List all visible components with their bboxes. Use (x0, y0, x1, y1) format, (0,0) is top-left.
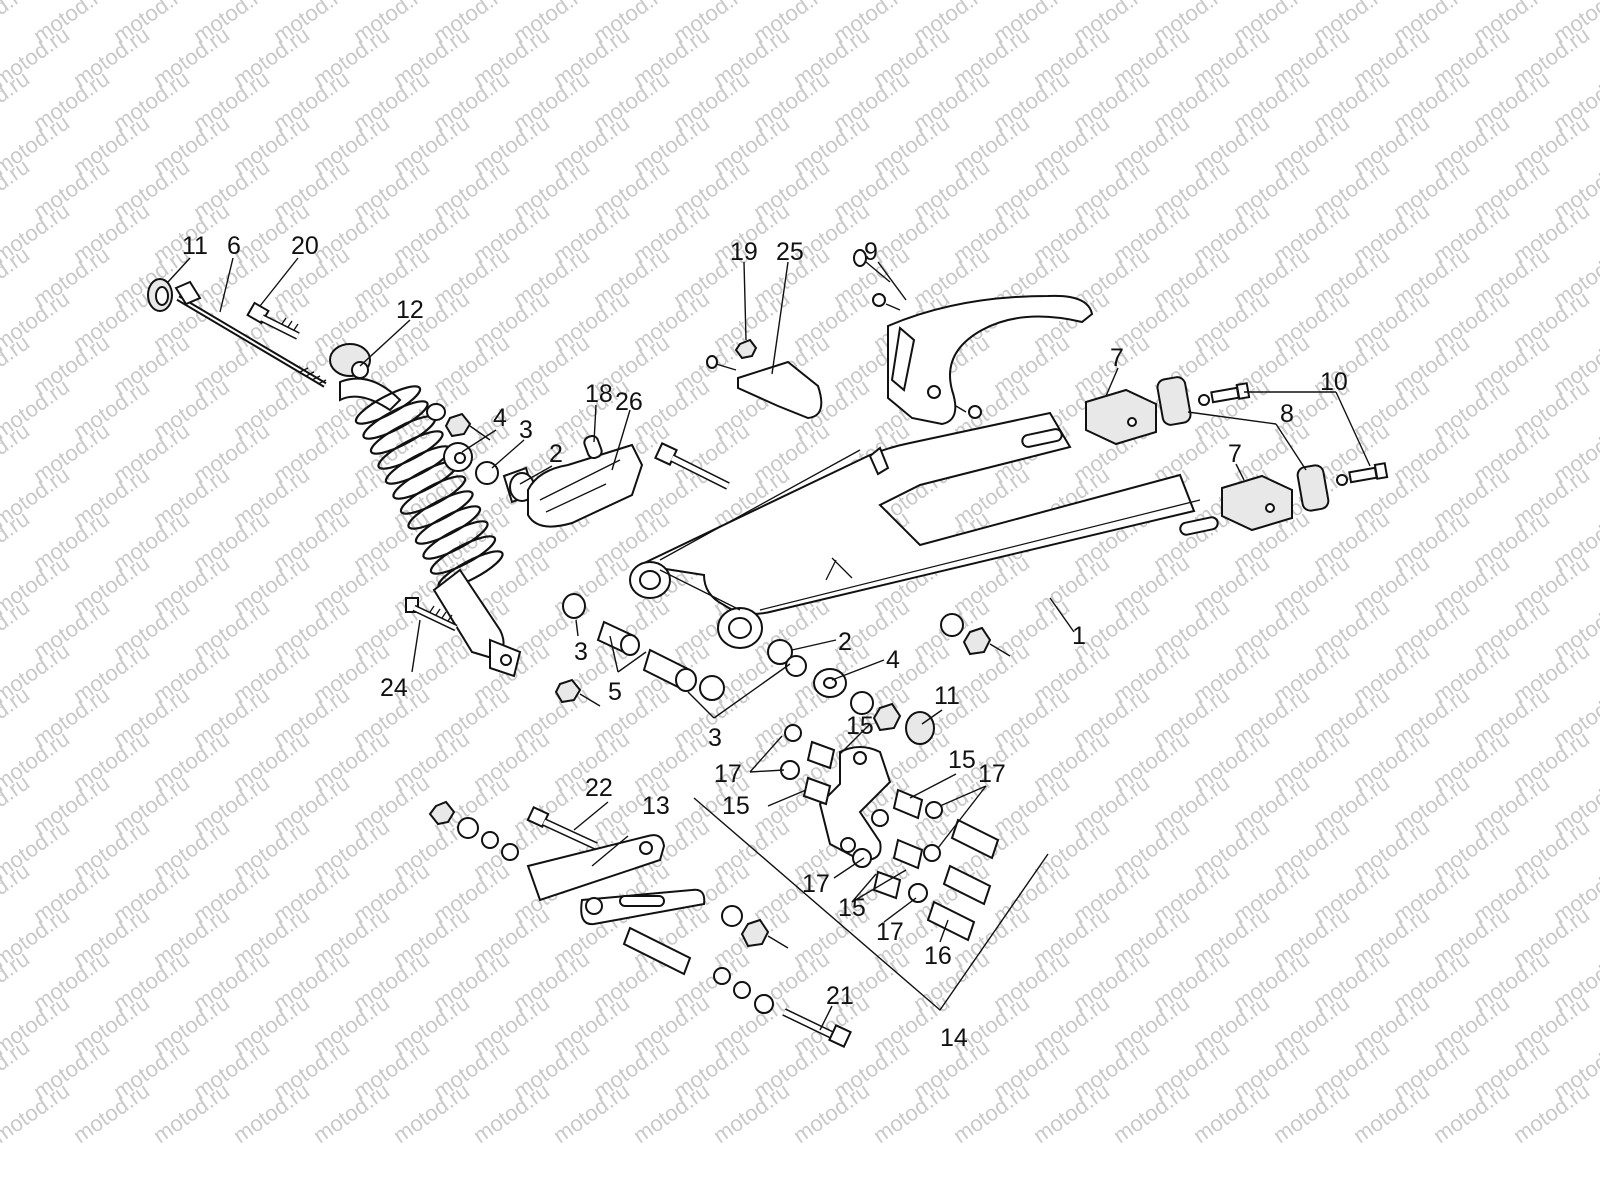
spring-coil (399, 475, 467, 515)
spring-coil (354, 385, 422, 425)
leader-lines (167, 257, 1371, 1031)
callout-3: 3 (519, 416, 533, 444)
callout-25: 25 (776, 238, 804, 266)
callout-13: 13 (642, 792, 670, 820)
callout-11: 11 (182, 232, 208, 260)
callout-15-d: 15 (838, 894, 866, 922)
pivot-bolt-upper (654, 442, 730, 490)
watermark-text: motod.ru (0, 682, 34, 752)
callout-labels: 11 6 20 12 4 3 2 18 26 19 25 9 7 10 8 7 … (182, 232, 1348, 1052)
callout-7-lower: 7 (1228, 440, 1242, 468)
lower-pivot-hardware (562, 593, 1011, 745)
callout-4: 4 (493, 404, 507, 432)
callout-7: 7 (1110, 344, 1124, 372)
callout-5: 5 (608, 678, 622, 706)
part-7-adjuster-lower (1221, 474, 1293, 532)
watermark-text: motod.ru (0, 418, 34, 488)
callout-3-mid: 3 (574, 638, 588, 666)
part-11-cap (147, 278, 173, 312)
callout-17-b: 17 (714, 760, 742, 788)
watermark-text: motod.ru (0, 1034, 34, 1104)
watermark-text: motod.ru (0, 506, 34, 576)
watermark-text: motod.ru (0, 66, 34, 136)
callout-24: 24 (380, 674, 408, 702)
callout-12: 12 (396, 296, 424, 324)
part-8-adjuster-plate-upper (1156, 376, 1192, 426)
part-9-chain-guard (853, 249, 1094, 426)
part-24-bolt (405, 597, 458, 632)
callout-2-lower: 2 (838, 628, 852, 656)
spring-coil (414, 505, 482, 545)
callout-3-lower: 3 (708, 724, 722, 752)
callout-19: 19 (730, 238, 758, 266)
callout-10: 10 (1320, 368, 1348, 396)
part-6-spindle (174, 280, 327, 388)
callout-22: 22 (585, 774, 613, 802)
part-7-adjuster-upper (1085, 388, 1157, 446)
watermark-text: motod.ru (0, 858, 34, 928)
callout-9: 9 (864, 238, 878, 266)
callout-21: 21 (826, 982, 854, 1010)
watermark-text: motod.ru (0, 242, 34, 312)
watermark-text: motod.ru (0, 946, 34, 1016)
callout-14: 14 (940, 1024, 968, 1052)
part-18-clip (583, 434, 603, 460)
spring-coil (429, 535, 497, 575)
part-10-adjuster-bolts (1198, 382, 1389, 486)
callout-18: 18 (585, 380, 613, 408)
watermark-text: motod.ru (0, 330, 34, 400)
spring-coil (407, 490, 474, 530)
callout-17-a: 17 (978, 760, 1006, 788)
spring-coil (422, 520, 489, 560)
spring-coil (362, 400, 429, 440)
callout-16: 16 (924, 942, 952, 970)
callout-11-lower: 11 (934, 682, 960, 710)
part-1-swingarm (629, 411, 1219, 649)
part-8-adjuster-plate-lower (1296, 464, 1330, 512)
part-20-bolt (246, 301, 300, 340)
spring-coil (377, 430, 444, 470)
watermark-text: motod.ru (0, 770, 34, 840)
callout-17-d: 17 (876, 918, 904, 946)
part-12-shock-absorber (329, 343, 522, 678)
shock-nuts (426, 403, 601, 707)
parts-drawing (147, 249, 1389, 1048)
callout-2: 2 (549, 440, 563, 468)
watermark-text: motod.ru (0, 0, 34, 48)
part-25-bracket (706, 338, 823, 420)
callout-17-c: 17 (802, 870, 830, 898)
callout-6: 6 (227, 232, 241, 260)
callout-15-b: 15 (948, 746, 976, 774)
callout-8: 8 (1280, 400, 1294, 428)
watermark-text: motod.ru (0, 594, 34, 664)
callout-1: 1 (1072, 622, 1086, 650)
watermark-text: motod.ru (0, 154, 34, 224)
callout-15-c: 15 (722, 792, 750, 820)
part-14-linkage (780, 724, 1000, 942)
callout-4-lower: 4 (886, 646, 900, 674)
callout-20: 20 (291, 232, 319, 260)
callout-26: 26 (615, 388, 643, 416)
callout-15-a: 15 (846, 712, 874, 740)
part-13-lever (428, 800, 852, 1048)
